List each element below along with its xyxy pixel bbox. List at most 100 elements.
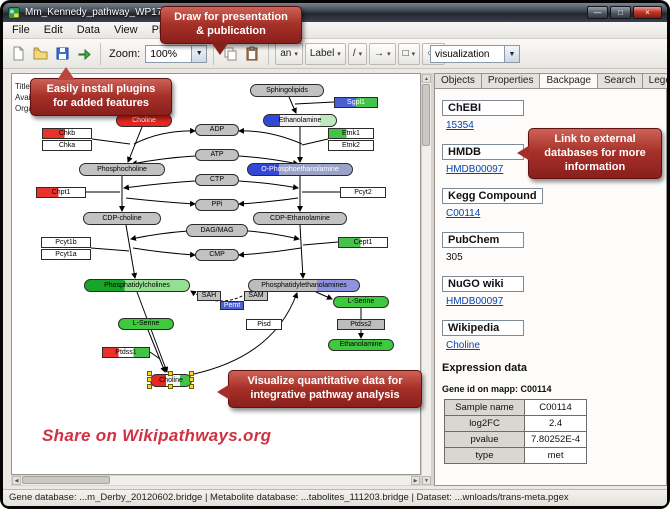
pathway-edge[interactable] bbox=[149, 351, 161, 360]
node-chka[interactable]: Chka bbox=[42, 139, 92, 151]
selection-handle[interactable] bbox=[168, 383, 173, 389]
selection-handle[interactable] bbox=[189, 370, 194, 376]
node-ppi[interactable]: PPi bbox=[195, 199, 239, 211]
pathway-edge[interactable] bbox=[123, 180, 196, 191]
minimize-icon[interactable]: — bbox=[587, 6, 608, 19]
node-etnk1[interactable]: Etnk1 bbox=[328, 127, 374, 139]
zoom-combobox[interactable]: 100% ▼ bbox=[145, 44, 208, 63]
pathway-edge[interactable] bbox=[91, 138, 131, 145]
menu-edit[interactable]: Edit bbox=[43, 24, 63, 36]
pathway-edge[interactable] bbox=[127, 126, 143, 163]
rect-shape-tool[interactable]: □▾ bbox=[397, 42, 421, 65]
scroll-up-icon[interactable]: ▲ bbox=[422, 74, 431, 83]
pathway-edge[interactable] bbox=[315, 291, 333, 300]
node-ethanolamine[interactable]: Ethanolamine bbox=[263, 113, 337, 127]
pathway-edge[interactable] bbox=[125, 197, 196, 207]
maximize-icon[interactable]: □ bbox=[610, 6, 631, 19]
tab-objects[interactable]: Objects bbox=[434, 73, 482, 89]
node-l-serine[interactable]: L-Serine bbox=[118, 318, 174, 330]
pathway-edge[interactable] bbox=[294, 101, 335, 105]
node-cept1[interactable]: Cept1 bbox=[338, 236, 388, 248]
menu-file[interactable]: File bbox=[12, 24, 30, 36]
node-sah[interactable]: SAH bbox=[197, 291, 221, 301]
pathway-edge[interactable] bbox=[299, 224, 306, 279]
pathway-edge[interactable] bbox=[288, 96, 297, 114]
selection-handle[interactable] bbox=[147, 383, 152, 389]
database-value[interactable]: 15354 bbox=[446, 120, 474, 131]
node-choline-selected[interactable]: Choline bbox=[147, 370, 194, 389]
pathway-edge[interactable] bbox=[147, 329, 166, 373]
panel-splitter[interactable] bbox=[432, 73, 434, 486]
visualization-dropdown-icon[interactable]: ▼ bbox=[504, 46, 519, 62]
horizontal-scroll-thumb[interactable] bbox=[22, 476, 110, 484]
visualization-combobox[interactable]: visualization ▼ bbox=[430, 45, 520, 63]
arrow-tool[interactable]: →▾ bbox=[369, 42, 396, 65]
pathway-edge[interactable] bbox=[133, 127, 196, 145]
node-phosphocholine[interactable]: Phosphocholine bbox=[79, 162, 165, 176]
node-cdp-choline[interactable]: CDP-choline bbox=[83, 211, 161, 225]
database-value[interactable]: Choline bbox=[446, 340, 480, 351]
pathway-edge[interactable] bbox=[302, 241, 339, 246]
node-atp[interactable]: ATP bbox=[195, 149, 239, 161]
node-ctp[interactable]: CTP bbox=[195, 174, 239, 186]
line-tool[interactable]: /▾ bbox=[347, 42, 368, 65]
pathway-edge[interactable] bbox=[125, 224, 138, 279]
node-chkb[interactable]: Chkb bbox=[42, 127, 92, 139]
node-adp[interactable]: ADP bbox=[195, 124, 239, 136]
menu-data[interactable]: Data bbox=[76, 24, 100, 36]
zoom-dropdown-icon[interactable]: ▼ bbox=[191, 45, 207, 62]
tab-legend[interactable]: Legend bbox=[642, 73, 667, 89]
label-tool[interactable]: Label▾ bbox=[304, 42, 346, 65]
node-sphingolipids[interactable]: Sphingolipids bbox=[250, 83, 324, 97]
node-sam[interactable]: SAM bbox=[244, 291, 268, 301]
canvas-vertical-scrollbar[interactable]: ▲ ▼ bbox=[421, 73, 432, 486]
selection-handle[interactable] bbox=[147, 377, 152, 382]
pathway-edge[interactable] bbox=[247, 230, 300, 241]
scroll-right-icon[interactable]: ▶ bbox=[411, 476, 420, 485]
paste-icon[interactable] bbox=[242, 42, 262, 66]
pathway-edge[interactable] bbox=[130, 230, 189, 241]
new-file-icon[interactable] bbox=[8, 42, 28, 66]
close-icon[interactable]: × bbox=[633, 6, 662, 19]
node-etnk2[interactable]: Etnk2 bbox=[328, 139, 374, 151]
pathway-edge[interactable] bbox=[193, 292, 299, 375]
vertical-scroll-thumb[interactable] bbox=[422, 84, 430, 146]
node-dag-mag[interactable]: DAG/MAG bbox=[186, 223, 248, 237]
pathway-edge[interactable] bbox=[136, 291, 169, 373]
node-ptdss2[interactable]: Ptdss2 bbox=[337, 318, 385, 330]
tab-backpage[interactable]: Backpage bbox=[540, 73, 598, 89]
save-icon[interactable] bbox=[52, 42, 72, 66]
node-cdp-ethanolamine[interactable]: CDP-Ethanolamine bbox=[253, 211, 347, 225]
node-phosphatidylethanolamines[interactable]: Phosphatidylethanolamines bbox=[248, 278, 360, 292]
tab-properties[interactable]: Properties bbox=[481, 73, 541, 89]
node-pcyt2[interactable]: Pcyt2 bbox=[340, 186, 386, 198]
tab-search[interactable]: Search bbox=[597, 73, 643, 89]
node-pcyt1b[interactable]: Pcyt1b bbox=[41, 236, 91, 248]
node-pcyt1a[interactable]: Pcyt1a bbox=[41, 248, 91, 260]
database-value[interactable]: HMDB00097 bbox=[446, 164, 504, 175]
selection-handle[interactable] bbox=[168, 370, 173, 376]
node-cmp[interactable]: CMP bbox=[195, 249, 239, 261]
node-sgpl1[interactable]: Sgpl1 bbox=[334, 96, 378, 108]
node-ethanolamine[interactable]: Ethanolamine bbox=[328, 339, 394, 351]
scroll-left-icon[interactable]: ◀ bbox=[12, 476, 21, 485]
pathway-edge[interactable] bbox=[238, 247, 302, 258]
title-bar[interactable]: Mm_Kennedy_pathway_WP1771_45176.gpml — □… bbox=[3, 3, 667, 22]
scroll-down-icon[interactable]: ▼ bbox=[422, 476, 431, 485]
pathway-edge[interactable] bbox=[90, 247, 130, 252]
pathway-edge[interactable] bbox=[301, 138, 329, 146]
export-icon[interactable] bbox=[74, 42, 94, 66]
open-folder-icon[interactable] bbox=[30, 42, 50, 66]
selection-handle[interactable] bbox=[189, 383, 194, 389]
selection-handle[interactable] bbox=[189, 377, 194, 382]
pathway-edge[interactable] bbox=[238, 180, 299, 191]
menu-view[interactable]: View bbox=[113, 24, 138, 36]
node-pemt[interactable]: Pemt bbox=[220, 300, 244, 310]
datanode-tool[interactable]: an▾ bbox=[275, 42, 303, 65]
node-chpt1[interactable]: Chpt1 bbox=[36, 186, 86, 198]
selection-handle[interactable] bbox=[147, 370, 152, 376]
node-ptdss1[interactable]: Ptdss1 bbox=[102, 346, 150, 358]
pathway-edge[interactable] bbox=[238, 127, 303, 145]
database-value[interactable]: C00114 bbox=[446, 208, 481, 219]
